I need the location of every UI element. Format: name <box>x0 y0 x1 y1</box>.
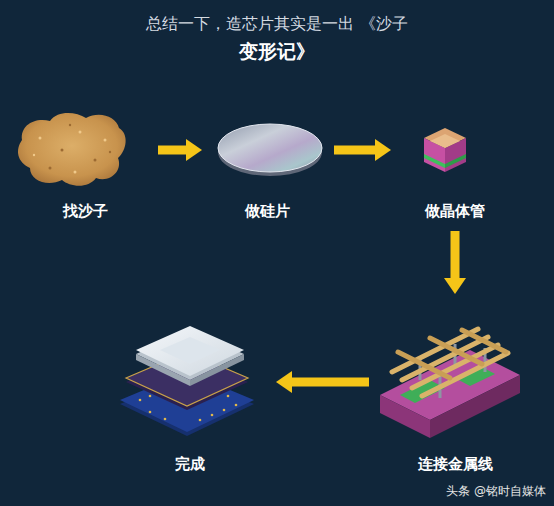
flow-arrow <box>276 371 369 393</box>
finished-chip-part <box>136 326 244 376</box>
arrow-head <box>375 139 391 161</box>
finished-chip-part-part <box>227 395 230 398</box>
flow-arrow <box>444 231 466 294</box>
process-step: 做硅片 <box>205 100 330 225</box>
arrow-shaft <box>158 146 187 155</box>
metal-wiring-part <box>398 330 506 378</box>
metal-wiring-part-part <box>422 353 508 396</box>
finished-chip-part-part <box>199 419 202 422</box>
step-label: 做晶体管 <box>425 202 485 222</box>
finished-chip-part <box>160 337 220 364</box>
sand-pile-part <box>79 131 82 134</box>
arrow-shaft <box>334 146 376 155</box>
sand-pile-part <box>49 167 52 170</box>
sand-pile-part <box>33 154 35 156</box>
finished-chip-part-part <box>223 409 226 412</box>
step-label: 连接金属线 <box>418 455 493 475</box>
process-step: 找沙子 <box>15 100 155 225</box>
transistor-block <box>424 128 466 172</box>
metal-wiring-part-part <box>430 338 482 364</box>
flow-arrow <box>158 139 202 161</box>
diagram-title: 总结一下，造芯片其实是一出 《沙子变形记》 <box>142 8 412 65</box>
finished-chip-part-part <box>235 404 238 407</box>
process-step: 做晶体管 <box>395 100 515 225</box>
arrow-head <box>276 371 292 393</box>
finished-chip <box>120 326 254 436</box>
transistor-block-part <box>424 154 445 168</box>
sand-pile <box>18 113 126 186</box>
flow-arrow <box>334 139 391 161</box>
sand-pile-part <box>69 124 71 126</box>
transistor-block-part <box>430 134 460 148</box>
metal-wiring <box>380 329 520 438</box>
metal-wiring-part <box>380 395 430 438</box>
silicon-wafer <box>218 124 322 176</box>
sand-pile-part <box>18 113 126 186</box>
process-step: 完成 <box>110 300 270 478</box>
metal-wiring-part <box>392 329 508 396</box>
sand-pile-part <box>94 159 97 162</box>
transistor-block-part <box>445 154 466 168</box>
arrow-head <box>186 139 202 161</box>
sand-pile-part <box>74 171 77 174</box>
step-label: 做硅片 <box>245 202 290 222</box>
process-step: 连接金属线 <box>375 300 535 478</box>
arrow-shaft <box>291 378 369 387</box>
finished-chip-part-part <box>139 399 142 402</box>
finished-chip-part-part <box>149 395 152 398</box>
finished-chip-part-part <box>211 414 214 417</box>
silicon-wafer-part <box>218 124 322 172</box>
sand-pile-part <box>61 149 64 152</box>
metal-wiring-part-part <box>398 352 450 378</box>
watermark: 头条 @铭时自媒体 <box>446 483 546 500</box>
finished-chip-part-part <box>164 418 167 421</box>
step-label: 找沙子 <box>63 202 108 222</box>
arrow-head <box>444 278 466 294</box>
sand-pile-part <box>109 151 111 153</box>
sand-pile-part <box>104 139 107 142</box>
metal-wiring-part-part <box>462 330 506 352</box>
sand-pile-part <box>39 137 42 140</box>
arrow-shaft <box>451 231 460 279</box>
step-label: 完成 <box>175 455 205 475</box>
finished-chip-part-part <box>149 411 152 414</box>
